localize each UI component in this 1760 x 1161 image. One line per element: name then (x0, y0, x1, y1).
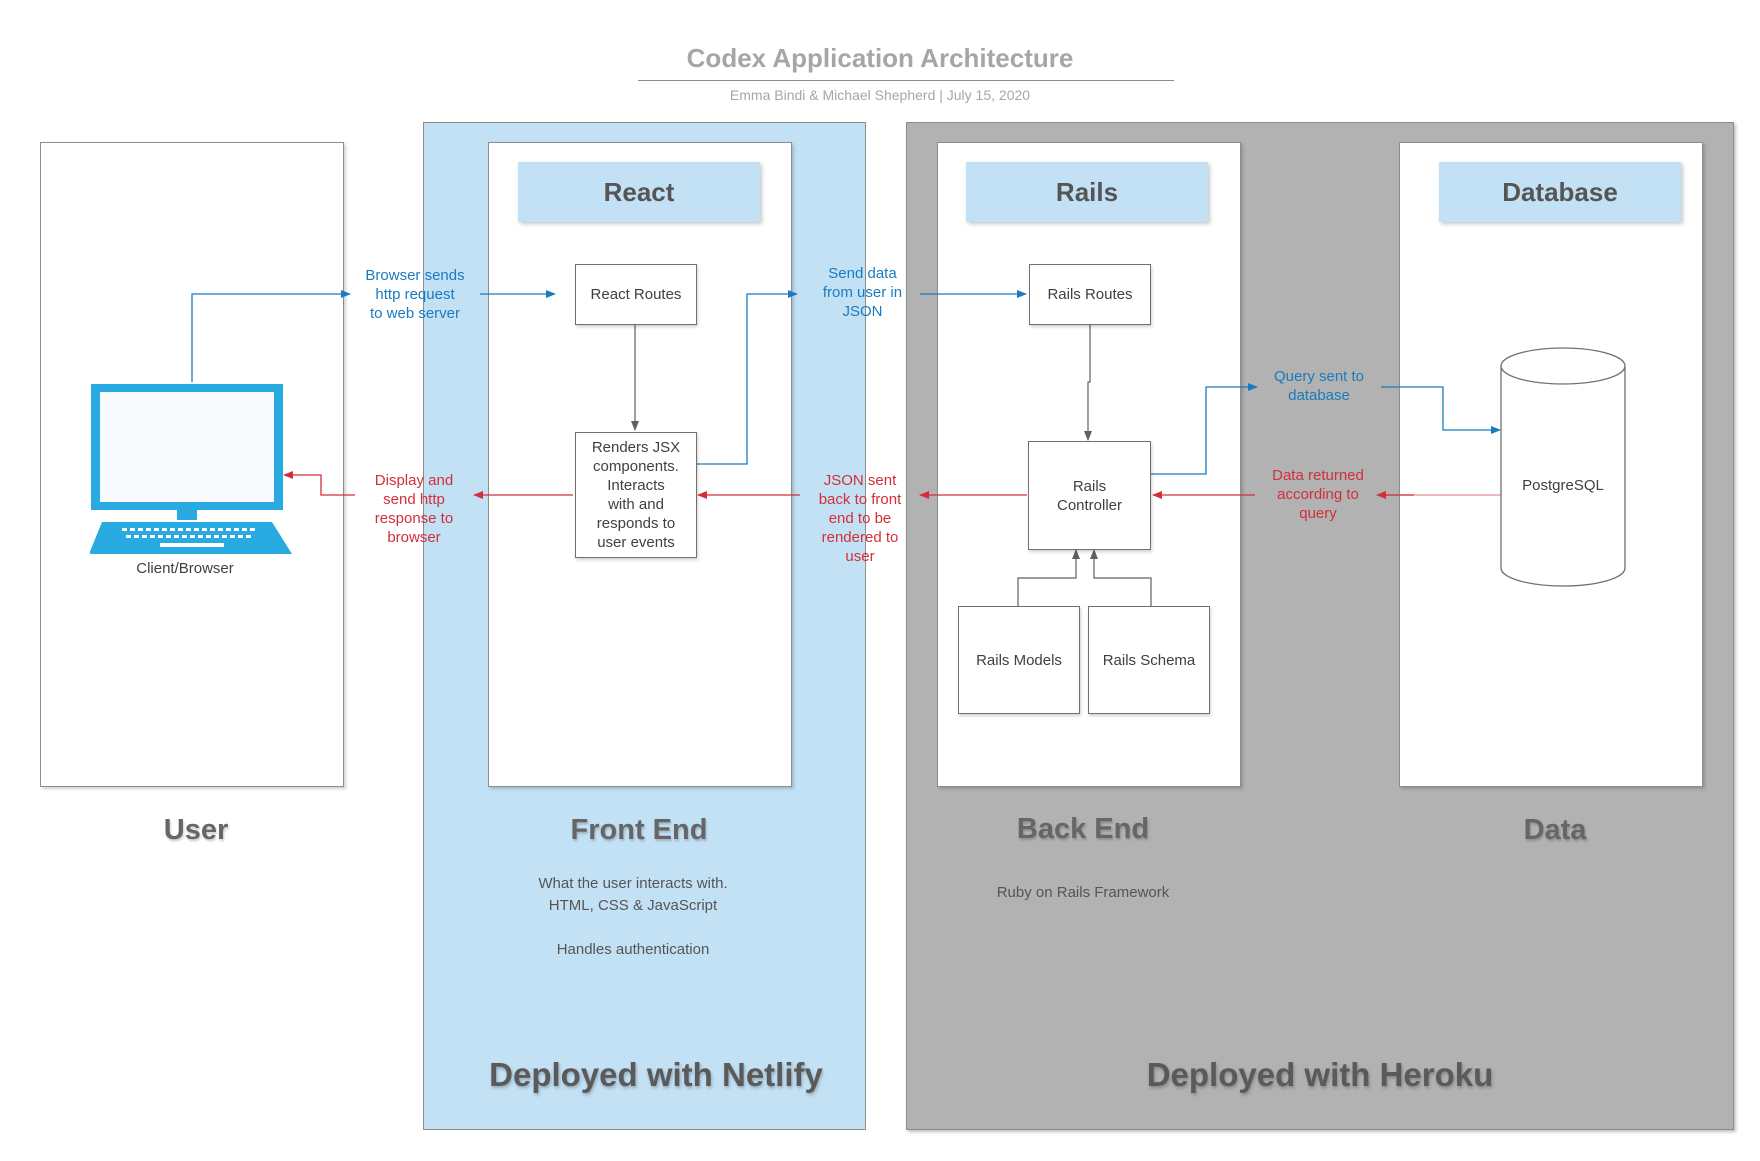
arrow-display-to-browser (283, 471, 355, 496)
rails-routes-node[interactable]: Rails Routes (1029, 264, 1151, 325)
netlify-deploy-label: Deployed with Netlify (489, 1056, 823, 1093)
title-divider (638, 80, 1174, 81)
database-header: Database (1439, 162, 1681, 222)
heroku-deploy-label: Deployed with Heroku (1146, 1056, 1494, 1093)
react-routes-node[interactable]: React Routes (575, 264, 697, 325)
laptop-icon (89, 382, 294, 556)
diagram-subtitle: Emma Bindi & Michael Shepherd | July 15,… (729, 87, 1031, 103)
frontend-column-title: Front End (570, 814, 708, 846)
backend-description: Ruby on Rails Framework (996, 884, 1170, 901)
label-display-response: Display and send http response to browse… (374, 472, 454, 546)
arrow-schema-to-controller (1090, 549, 1152, 606)
rails-models-node[interactable]: Rails Models (958, 606, 1080, 714)
react-header: React (518, 162, 760, 222)
frontend-description: What the user interacts with. HTML, CSS … (538, 875, 728, 958)
data-column-title: Data (1523, 814, 1587, 846)
arrow-browser-to-request-label (191, 290, 351, 382)
rails-header: Rails (966, 162, 1208, 222)
label-browser-request: Browser sends http request to web server (365, 267, 465, 322)
arrow-models-to-controller (1017, 549, 1080, 606)
user-column-title: User (163, 814, 229, 846)
postgresql-cylinder-icon (1500, 347, 1626, 587)
label-send-json: Send data from user in JSON (822, 265, 903, 320)
arrow-rails-routes-to-controller (1084, 325, 1092, 441)
renders-jsx-node[interactable]: Renders JSX components. Interacts with a… (575, 432, 697, 558)
arrow-controller-to-query-label (1149, 383, 1258, 475)
label-query-sent: Query sent to database (1273, 368, 1365, 404)
arrow-jsx-to-send-label (694, 290, 798, 465)
postgresql-label[interactable]: PostgreSQL (1522, 477, 1604, 494)
client-browser-label: Client/Browser (136, 560, 234, 577)
label-json-back: JSON sent back to front end to be render… (818, 472, 902, 565)
rails-controller-node[interactable]: Rails Controller (1028, 441, 1151, 550)
backend-column-title: Back End (1016, 813, 1150, 845)
rails-schema-node[interactable]: Rails Schema (1088, 606, 1210, 714)
label-data-returned: Data returned according to query (1272, 467, 1364, 522)
arrow-query-to-postgresql (1381, 386, 1501, 434)
diagram-title: Codex Application Architecture (686, 43, 1074, 73)
